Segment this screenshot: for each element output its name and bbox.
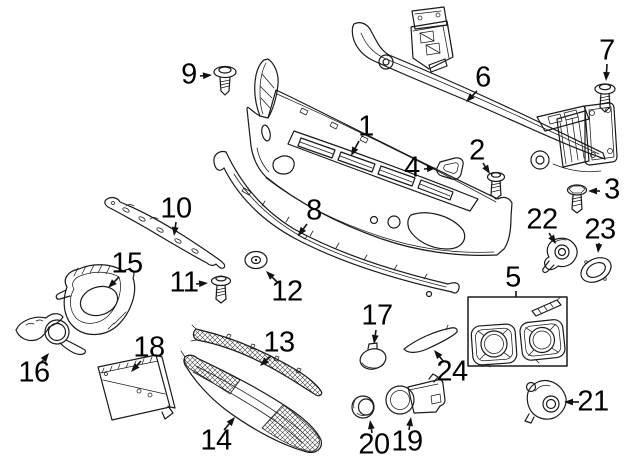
fog-lamp-trim-kit-drawing: [467, 296, 568, 368]
part-label-1: 1: [358, 110, 374, 143]
seal-gasket-drawing: [580, 257, 612, 283]
callout-line-15: [113, 276, 120, 283]
callout-line-18: [136, 360, 142, 366]
callout-arrowhead-17: [371, 334, 379, 344]
callout-line-8: [302, 223, 308, 230]
callout-arrowhead-14: [226, 417, 235, 427]
lower-trim-strip-drawing: [213, 150, 460, 298]
callout-line-24: [439, 356, 445, 363]
callout-arrowhead-2: [482, 164, 490, 174]
mounting-bracket-drawing: [104, 196, 226, 269]
screw-9-drawing: [213, 65, 237, 96]
callout-arrowhead-12: [266, 271, 275, 280]
screw-11-drawing: [210, 275, 232, 304]
part-label-7: 7: [599, 34, 615, 67]
callout-arrowhead-7: [603, 71, 610, 81]
callout-line-1: [354, 140, 360, 149]
part-label-2: 2: [469, 134, 485, 167]
part-label-17: 17: [361, 299, 393, 332]
lower-grille-drawing: [180, 350, 322, 453]
callout-arrowhead-6: [466, 93, 475, 102]
callout-line-2: [482, 162, 486, 167]
emblem-cover-drawing: [15, 313, 86, 356]
sensor-retainer-ring-drawing: [351, 395, 375, 419]
fog-lamp-bezel-drawing: [55, 264, 136, 336]
part-label-12: 12: [271, 275, 303, 308]
part-label-13: 13: [263, 326, 295, 359]
license-plate-bracket-drawing: [97, 354, 176, 421]
callout-line-16: [40, 359, 45, 364]
callout-line-12: [271, 276, 279, 284]
callout-arrowhead-16: [40, 353, 49, 363]
part-label-20: 20: [358, 428, 390, 461]
callout-arrowhead-3: [588, 187, 597, 195]
callout-line-19: [408, 425, 411, 431]
callout-arrowhead-23: [595, 243, 603, 253]
callout-arrowhead-19: [406, 417, 413, 427]
callout-arrowhead-15: [108, 279, 117, 288]
part-label-9: 9: [181, 58, 197, 91]
part-label-14: 14: [200, 424, 232, 457]
screw-7-drawing: [594, 83, 616, 113]
callout-arrowhead-8: [298, 226, 307, 236]
trim-strip-drawing: [403, 324, 458, 353]
callout-arrowhead-20: [368, 420, 375, 430]
part-label-24: 24: [436, 355, 468, 388]
part-label-23: 23: [584, 213, 616, 246]
part-label-16: 16: [18, 356, 50, 389]
part-label-18: 18: [133, 331, 165, 364]
callout-arrowhead-1: [351, 146, 359, 156]
cap-plug-drawing: [359, 342, 387, 370]
callout-line-14: [223, 423, 230, 431]
park-sensor-drawing: [385, 373, 446, 415]
part-label-3: 3: [604, 173, 620, 206]
part-label-8: 8: [306, 194, 322, 227]
callout-arrows: [40, 63, 610, 434]
grommet-drawing: [244, 250, 268, 270]
part-label-22: 22: [526, 203, 558, 236]
part-label-6: 6: [475, 61, 491, 94]
callout-line-13: [266, 355, 272, 361]
part-label-10: 10: [160, 192, 192, 225]
callout-arrowhead-18: [131, 363, 140, 372]
impact-bar-drawing: [351, 6, 618, 173]
part-label-5: 5: [505, 261, 521, 294]
callout-line-22: [548, 232, 552, 237]
callout-line-20: [370, 428, 373, 434]
camera-drawing: [524, 379, 567, 424]
callout-arrowhead-24: [434, 350, 443, 360]
part-label-21: 21: [577, 385, 609, 418]
part-label-4: 4: [404, 151, 420, 184]
callout-arrowhead-21: [564, 398, 573, 406]
part-label-15: 15: [111, 247, 143, 280]
callout-arrowhead-11: [198, 280, 208, 288]
part-label-11: 11: [169, 266, 199, 299]
screw-2-drawing: [486, 171, 506, 200]
cover-cap-drawing: [436, 157, 464, 180]
callout-line-6: [471, 90, 478, 97]
callout-arrowhead-22: [548, 234, 556, 244]
upper-grille-drawing: [190, 324, 323, 397]
callout-arrowhead-4: [426, 165, 436, 173]
part-label-19: 19: [391, 425, 423, 458]
front-bumper-cover-drawing: [246, 58, 513, 256]
callout-arrowhead-9: [202, 72, 212, 80]
callout-arrowhead-13: [260, 357, 269, 366]
callout-line-17: [374, 329, 377, 336]
screw-3-drawing: [566, 184, 588, 214]
callout-line-10: [174, 221, 177, 228]
mount-socket-drawing: [542, 237, 578, 274]
line-art: [15, 6, 618, 453]
callout-arrowhead-10: [171, 226, 179, 236]
